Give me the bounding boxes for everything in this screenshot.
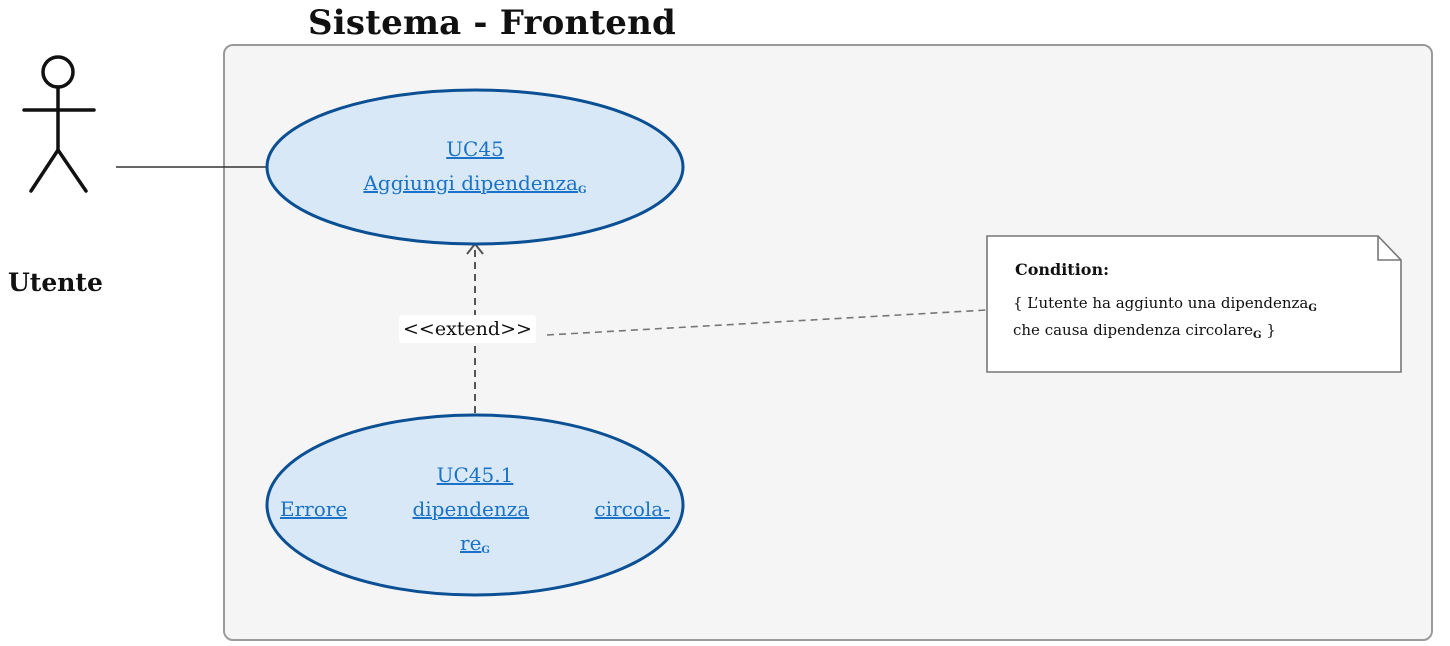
- use-case-uc45-name-link[interactable]: Aggiungi dipendenzaG: [363, 171, 587, 196]
- note-line-2-end: }: [1261, 321, 1276, 339]
- use-case-uc45-ellipse[interactable]: [265, 88, 685, 246]
- note-box: [986, 235, 1402, 373]
- extend-label: <<extend>>: [399, 315, 536, 343]
- use-case-uc45-1-name-end-link[interactable]: reG: [460, 531, 490, 556]
- use-case-uc45-1-ellipse[interactable]: [265, 413, 685, 597]
- use-case-uc45: UC45 Aggiungi dipendenzaG: [300, 132, 650, 200]
- use-case-uc45-1-word-1[interactable]: Errore: [280, 497, 348, 521]
- note-title: Condition:: [1015, 260, 1109, 279]
- use-case-uc45-1-word-2[interactable]: dipendenza: [412, 497, 530, 521]
- glossary-mark: G: [481, 545, 490, 556]
- glossary-mark: G: [577, 185, 587, 196]
- note-anchor-line: [546, 309, 988, 336]
- use-case-uc45-1-id-link[interactable]: UC45.1: [436, 463, 514, 487]
- use-case-uc45-1-word-3[interactable]: circola-: [594, 497, 670, 521]
- note-line-2: che causa dipendenza circolare: [1013, 321, 1253, 339]
- use-case-uc45-1-name-end: re: [460, 531, 482, 555]
- note-line-1: { L’utente ha aggiunto una dipendenza: [1013, 294, 1309, 312]
- note-body: { L’utente ha aggiunto una dipendenzaG c…: [1013, 290, 1383, 344]
- condition-note: Condition: { L’utente ha aggiunto una di…: [987, 238, 1382, 358]
- stick-figure-icon[interactable]: [22, 55, 96, 193]
- use-case-uc45-1: UC45.1 Errore dipendenza circola- reG: [280, 458, 670, 560]
- glossary-mark: G: [1253, 330, 1262, 341]
- actor-label: Utente: [8, 268, 103, 297]
- system-title: Sistema - Frontend: [308, 3, 677, 43]
- glossary-mark: G: [1308, 303, 1317, 314]
- use-case-uc45-id-link[interactable]: UC45: [446, 137, 504, 161]
- note-fold-icon: [1377, 236, 1401, 261]
- use-case-uc45-name: Aggiungi dipendenza: [363, 171, 578, 195]
